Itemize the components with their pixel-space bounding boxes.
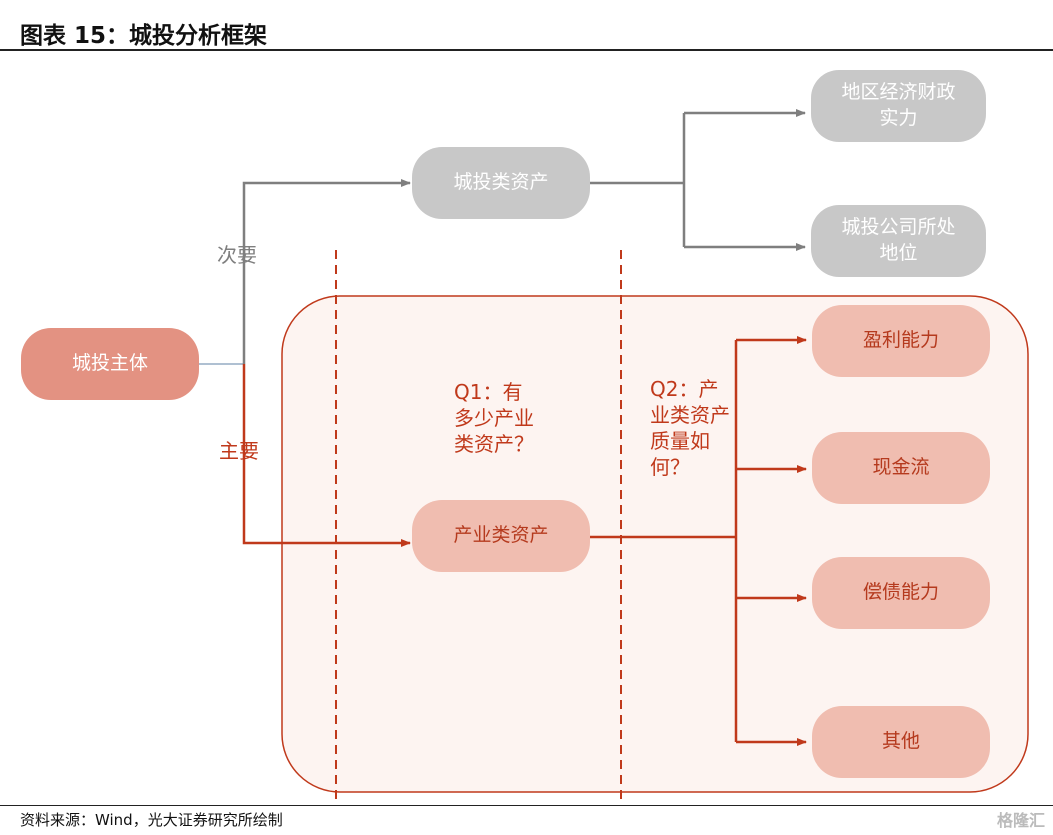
node-company-position: 城投公司所处地位 (811, 205, 986, 277)
watermark: 格隆汇 (996, 811, 1045, 830)
node-secondary-assets: 城投类资产 (412, 147, 590, 219)
source-note: 资料来源：Wind，光大证券研究所绘制 (20, 811, 283, 829)
bottom-rule (0, 805, 1053, 806)
node-regional-strength: 地区经济财政实力 (811, 70, 986, 142)
secondary-path (242, 179, 411, 364)
node-solvency: 偿债能力 (812, 557, 990, 629)
top-rule (0, 49, 1053, 51)
node-other: 其他 (812, 706, 990, 778)
node-profitability: 盈利能力 (812, 305, 990, 377)
node-cash-flow: 现金流 (812, 432, 990, 504)
node-industrial-assets: 产业类资产 (412, 500, 590, 572)
node-entity: 城投主体 (21, 328, 199, 400)
primary-path (242, 364, 411, 547)
figure-title: 图表 15：城投分析框架 (20, 23, 268, 49)
label-primary: 主要 (219, 439, 259, 463)
label-secondary: 次要 (217, 243, 257, 267)
label-q1: Q1：有多少产业类资产？ (454, 380, 534, 456)
label-q2: Q2：产业类资产质量如何？ (650, 377, 730, 479)
